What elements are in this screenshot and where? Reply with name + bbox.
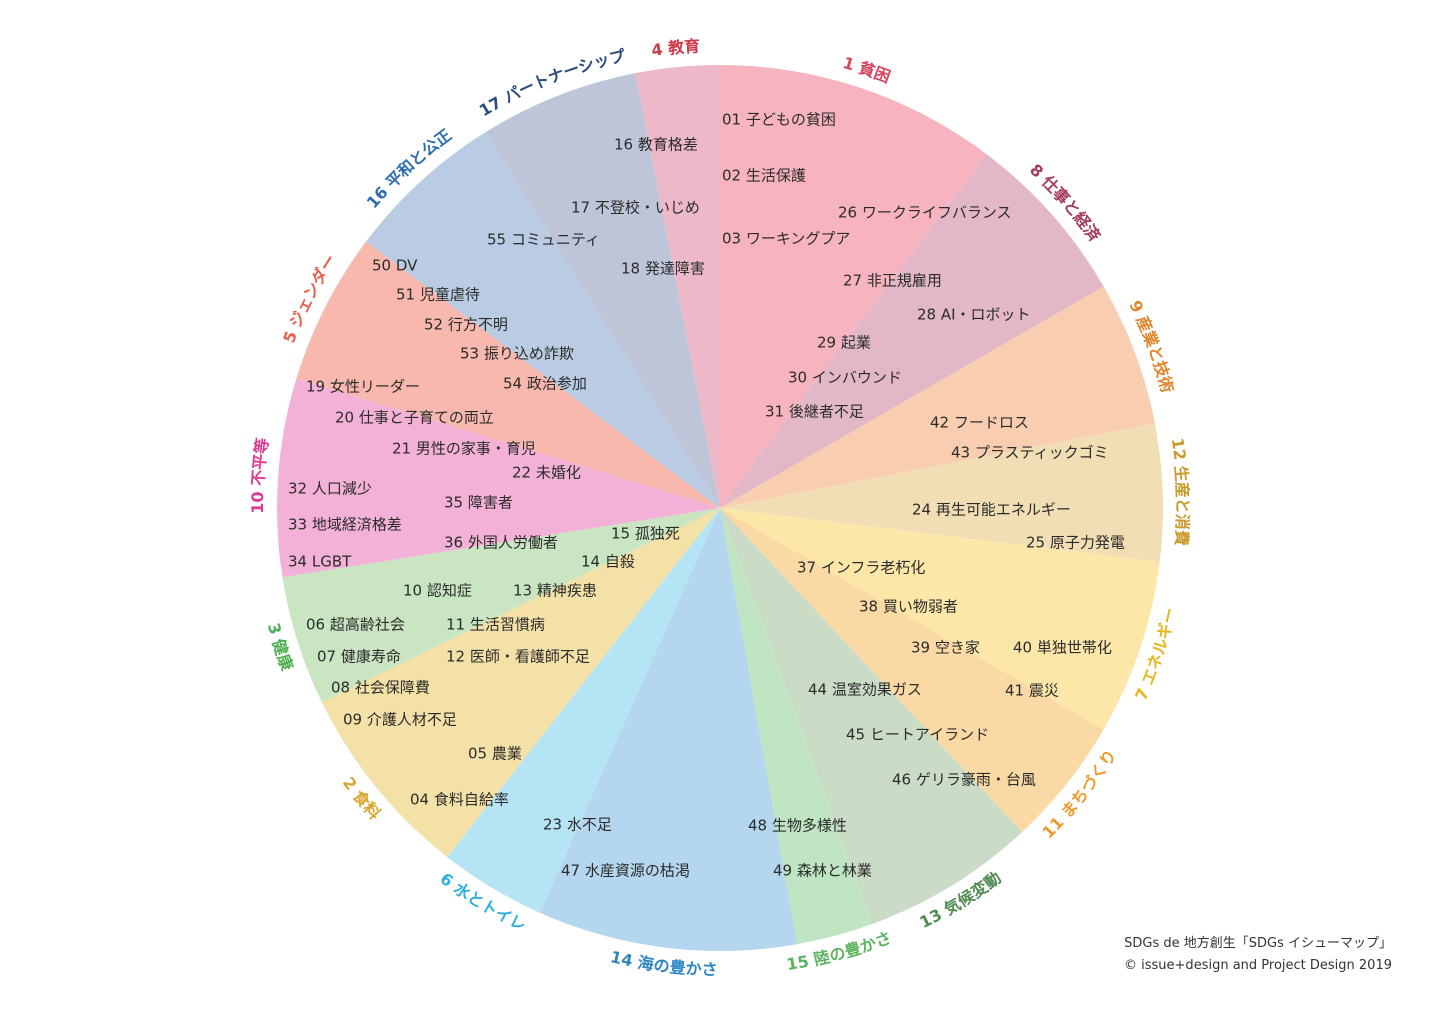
issue-label: 04 食料自給率	[410, 791, 509, 809]
issue-label: 41 震災	[1005, 682, 1059, 700]
issue-label: 01 子どもの貧困	[722, 111, 836, 129]
issue-label: 29 起業	[817, 334, 871, 352]
goal-label-text: 12 生産と消費	[1168, 437, 1192, 547]
sector-goal-9	[720, 286, 1155, 508]
issue-label: 32 人口減少	[288, 480, 372, 498]
issue-label: 16 教育格差	[614, 136, 698, 154]
issue-label: 03 ワーキングプア	[722, 230, 850, 248]
sector-goal-11	[720, 508, 1104, 832]
issue-label: 23 水不足	[543, 816, 612, 834]
issue-label: 45 ヒートアイランド	[846, 726, 989, 744]
goal-label-text: 14 海の豊かさ	[609, 947, 718, 979]
goal-label-text: 4 教育	[650, 36, 700, 60]
sector-goal-2	[321, 508, 720, 858]
issue-label-group: 01 子どもの貧困 02 生活保護 03 ワーキングプア 16 教育格差 17 不登校・…	[288, 111, 1125, 880]
credit-copyright: © issue+design and Project Design 2019	[1124, 958, 1392, 973]
issue-label: 14 自殺	[581, 553, 635, 571]
goal-label-text: 1 貧困	[841, 53, 893, 86]
issue-label: 47 水産資源の枯渇	[561, 862, 690, 880]
issue-label: 36 外国人労働者	[444, 534, 558, 552]
sector-goal-17	[485, 73, 720, 508]
credit-title: SDGs de 地方創生「SDGs イシューマップ」	[1124, 936, 1392, 951]
issue-label: 39 空き家	[911, 639, 980, 657]
sector-group	[276, 65, 1164, 951]
sector-goal-5	[296, 241, 720, 508]
issue-label: 48 生物多様性	[748, 817, 847, 835]
issue-label: 20 仕事と子育ての両立	[335, 409, 494, 427]
issue-label: 50 DV	[372, 257, 418, 275]
issue-label: 43 プラスティックゴミ	[951, 444, 1109, 462]
issue-label: 02 生活保護	[722, 167, 806, 185]
goal-label-1: 1 貧困	[841, 53, 893, 86]
issue-label: 06 超高齢社会	[306, 616, 405, 634]
sector-goal-4	[635, 65, 720, 508]
issue-label: 33 地域経済格差	[288, 516, 402, 534]
goal-label-10: 10 不平等	[247, 437, 271, 514]
issue-label: 27 非正規雇用	[843, 272, 942, 290]
issue-label: 17 不登校・いじめ	[571, 199, 700, 217]
issue-label: 30 インバウンド	[788, 369, 902, 387]
issue-label: 12 医師・看護師不足	[446, 648, 590, 666]
issue-label: 11 生活習慣病	[446, 616, 545, 634]
issue-label: 52 行方不明	[424, 316, 508, 334]
sector-goal-10	[276, 378, 720, 578]
goal-label-14: 14 海の豊かさ	[609, 947, 718, 979]
issue-label: 38 買い物弱者	[859, 598, 958, 616]
issue-label: 18 発達障害	[621, 260, 705, 278]
issue-label: 40 単独世帯化	[1013, 639, 1112, 657]
goal-label-4: 4 教育	[650, 36, 700, 60]
sector-goal-12	[720, 423, 1164, 562]
issue-label: 10 認知症	[403, 582, 472, 600]
issue-label: 31 後継者不足	[765, 403, 864, 421]
sector-goal-3	[282, 508, 720, 703]
issue-label: 26 ワークライフバランス	[838, 204, 1012, 222]
issue-label: 07 健康寿命	[317, 648, 401, 666]
issue-label: 49 森林と林業	[773, 862, 872, 880]
issue-label: 53 振り込め詐欺	[460, 345, 574, 363]
sector-goal-16	[366, 132, 720, 508]
sector-goal-13	[720, 508, 1023, 925]
sector-goal-1	[720, 65, 987, 508]
sector-goal-6	[447, 508, 720, 913]
issue-label: 15 孤独死	[611, 525, 680, 543]
issue-label: 05 農業	[468, 745, 522, 763]
issue-label: 24 再生可能エネルギー	[912, 501, 1071, 519]
goal-label-3: 3 健康	[264, 621, 297, 674]
issue-label: 35 障害者	[444, 494, 513, 512]
sector-goal-15	[720, 508, 872, 945]
issue-label: 08 社会保障費	[331, 679, 430, 697]
sector-goal-7	[720, 508, 1160, 730]
sector-goal-8	[720, 154, 1104, 508]
issue-label: 42 フードロス	[930, 414, 1029, 432]
issue-label: 34 LGBT	[288, 553, 352, 571]
issue-label: 22 未婚化	[512, 464, 581, 482]
issue-label: 25 原子力発電	[1026, 534, 1125, 552]
issue-label: 13 精神疾患	[513, 582, 597, 600]
issue-label: 09 介護人材不足	[343, 711, 457, 729]
issue-label: 46 ゲリラ豪雨・台風	[892, 771, 1036, 789]
issue-label: 21 男性の家事・育児	[392, 440, 536, 458]
issue-label: 44 温室効果ガス	[808, 681, 922, 699]
issue-label: 55 コミュニティ	[487, 231, 600, 249]
issue-label: 28 AI・ロボット	[917, 306, 1031, 324]
issue-label: 19 女性リーダー	[306, 378, 420, 396]
sector-goal-14	[539, 508, 797, 951]
goal-label-12: 12 生産と消費	[1168, 437, 1192, 547]
issue-label: 51 児童虐待	[396, 286, 480, 304]
issue-label: 37 インフラ老朽化	[797, 559, 925, 577]
goal-label-text: 3 健康	[264, 621, 297, 674]
issue-label: 54 政治参加	[503, 375, 587, 393]
goal-label-text: 10 不平等	[247, 437, 271, 514]
